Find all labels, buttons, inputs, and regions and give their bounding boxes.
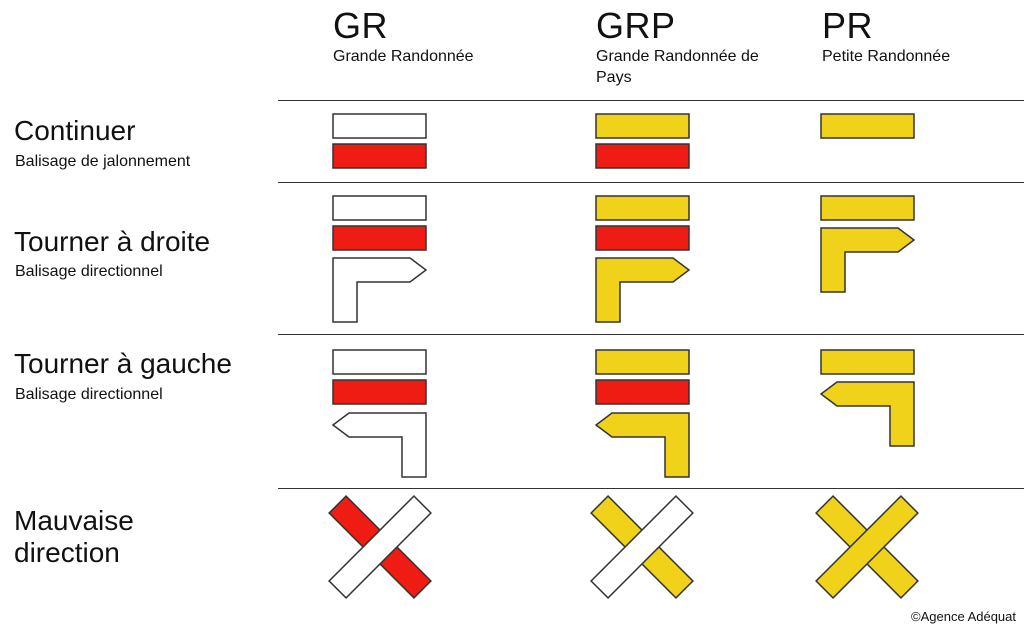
row-title-tourner-gauche: Tourner à gauche <box>14 348 232 379</box>
gr-right-red-bar <box>332 225 427 251</box>
column-name: Grande Randonnée de Pays <box>596 48 759 86</box>
grp-cross-white-bar <box>590 495 694 599</box>
gr-left-white-bar <box>332 349 427 375</box>
grp-right-turn-arrow <box>595 257 691 323</box>
row-title-mauvaise-direction: Mauvaise direction <box>14 505 134 568</box>
column-code: GRP <box>596 5 676 46</box>
credit: ©Agence Adéquat <box>911 609 1016 624</box>
gr-continue-red-bar <box>332 143 427 169</box>
gr-right-turn-arrow <box>332 257 428 323</box>
pr-wrong-way-cross <box>815 495 919 599</box>
pr-left-yellow-bar <box>820 349 915 375</box>
row-title-continuer: Continuer <box>14 115 136 146</box>
column-code: GR <box>333 5 388 46</box>
grp-right-yellow-bar <box>595 195 690 221</box>
grp-left-yellow-bar <box>595 349 690 375</box>
row-divider <box>278 100 1024 101</box>
gr-left-turn-arrow <box>331 412 427 478</box>
pr-left-turn-arrow <box>819 381 915 447</box>
row-divider <box>278 334 1024 335</box>
column-name: Grande Randonnée <box>333 48 474 65</box>
gr-right-white-bar <box>332 195 427 221</box>
pr-cross-yellow-bar-b <box>815 495 919 599</box>
column-header-gr: GR Grande Randonnée <box>333 6 474 67</box>
row-subtitle: Balisage directionnel <box>15 263 163 280</box>
pr-right-yellow-bar <box>820 195 915 221</box>
gr-cross-white-bar <box>328 495 432 599</box>
column-header-grp: GRP Grande Randonnée de Pays <box>596 6 771 88</box>
column-name: Petite Randonnée <box>822 48 951 65</box>
grp-continue-yellow-bar <box>595 113 690 139</box>
row-divider <box>278 488 1024 489</box>
gr-left-red-bar <box>332 379 427 405</box>
row-subtitle: Balisage directionnel <box>15 386 163 403</box>
grp-continue-red-bar <box>595 143 690 169</box>
grp-wrong-way-cross <box>590 495 694 599</box>
gr-wrong-way-cross <box>328 495 432 599</box>
row-divider <box>278 182 1024 183</box>
grp-left-turn-arrow <box>594 412 690 478</box>
column-code: PR <box>822 5 874 46</box>
column-header-pr: PR Petite Randonnée <box>822 6 950 67</box>
pr-right-turn-arrow <box>820 227 916 293</box>
grp-left-red-bar <box>595 379 690 405</box>
pr-continue-yellow-bar <box>820 113 915 139</box>
row-title-tourner-droite: Tourner à droite <box>14 226 211 257</box>
grp-right-red-bar <box>595 225 690 251</box>
gr-continue-white-bar <box>332 113 427 139</box>
row-subtitle: Balisage de jalonnement <box>15 153 191 170</box>
